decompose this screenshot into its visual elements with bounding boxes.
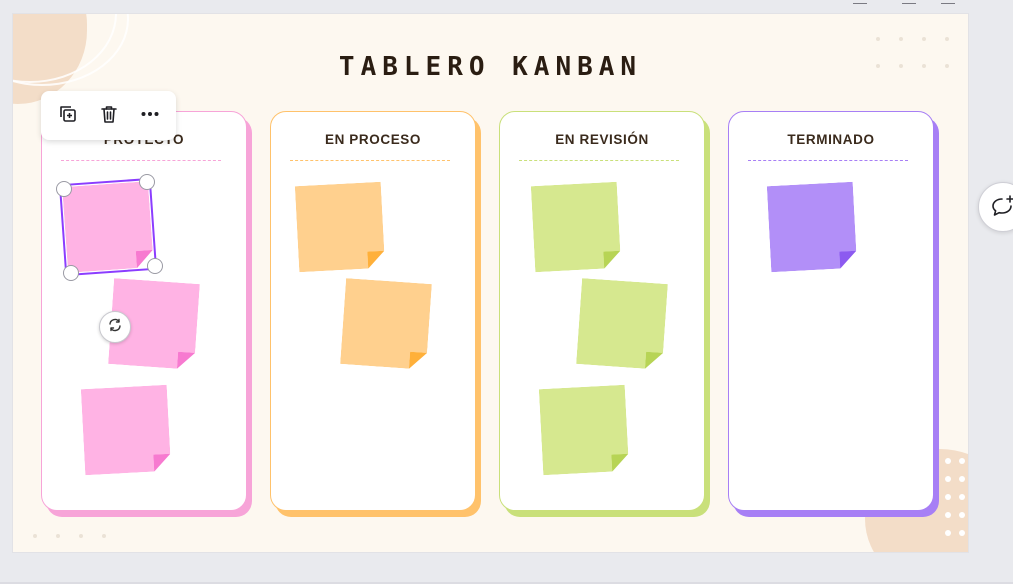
duplicate-icon [57, 103, 79, 129]
column-title[interactable]: EN REVISIÓN [555, 132, 649, 147]
sticky-note[interactable] [767, 182, 857, 272]
sticky-note[interactable] [81, 385, 171, 475]
more-horizontal-icon [139, 103, 161, 129]
column-divider [61, 160, 221, 161]
column-divider [519, 160, 679, 161]
page-notes-icon[interactable] [853, 0, 867, 4]
trash-icon [98, 103, 120, 129]
column-divider [748, 160, 908, 161]
more-button[interactable] [135, 101, 165, 131]
resize-handle-bottom-right[interactable] [147, 258, 163, 274]
column-title[interactable]: TERMINADO [787, 132, 875, 147]
sticky-note[interactable] [531, 182, 621, 272]
page-hide-icon[interactable] [941, 0, 955, 4]
column-title[interactable]: EN PROCESO [324, 132, 422, 147]
selection-toolbar [41, 91, 176, 140]
sticky-note[interactable] [340, 278, 432, 370]
sticky-note[interactable] [295, 182, 385, 272]
sticky-note[interactable] [576, 278, 668, 370]
resize-handle-top-left[interactable] [56, 181, 72, 197]
page-lock-icon[interactable] [902, 0, 916, 4]
add-comment-icon [990, 195, 1013, 223]
column-terminado[interactable]: TERMINADO [728, 111, 934, 511]
resize-handle-top-right[interactable] [139, 174, 155, 190]
bottom-bar [0, 582, 1013, 584]
sticky-note[interactable] [58, 177, 158, 277]
rotate-button[interactable] [99, 311, 131, 343]
column-divider [290, 160, 450, 161]
duplicate-button[interactable] [53, 101, 83, 131]
delete-button[interactable] [94, 101, 124, 131]
resize-handle-bottom-left[interactable] [63, 265, 79, 281]
sticky-note[interactable] [539, 385, 629, 475]
rotate-icon [107, 317, 123, 337]
selection-frame [58, 177, 158, 277]
board-title[interactable]: TABLERO KANBAN [338, 52, 643, 82]
design-canvas[interactable]: TABLERO KANBAN PROYECTO EN PROCESO EN RE… [13, 14, 968, 552]
add-comment-button[interactable] [978, 182, 1013, 232]
